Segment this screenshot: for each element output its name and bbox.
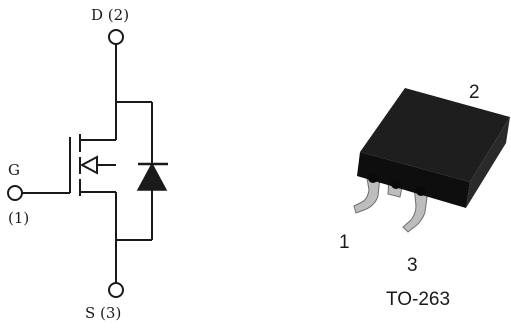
source-label: S (3) [85, 304, 121, 322]
package-pin-2-label: 2 [469, 82, 480, 103]
mosfet-schematic-symbol [7, 29, 168, 298]
drain-terminal [108, 29, 124, 45]
gate-pin-number: (1) [8, 209, 29, 227]
source-terminal [108, 282, 124, 298]
package-front-face [357, 152, 470, 208]
package-pin-1-label: 1 [339, 232, 350, 253]
to263-package-icon [353, 88, 510, 233]
gate-terminal [7, 185, 23, 201]
lead-3 [402, 185, 429, 233]
drain-label: D (2) [91, 6, 129, 24]
package-top-face [360, 88, 510, 182]
body-diode-icon [136, 162, 168, 191]
gate-label: G [8, 161, 20, 179]
package-name-label: TO-263 [386, 289, 450, 310]
package-side-face [466, 117, 510, 208]
body-arrow-icon [79, 155, 98, 175]
package-pin-3-label: 3 [407, 255, 418, 276]
